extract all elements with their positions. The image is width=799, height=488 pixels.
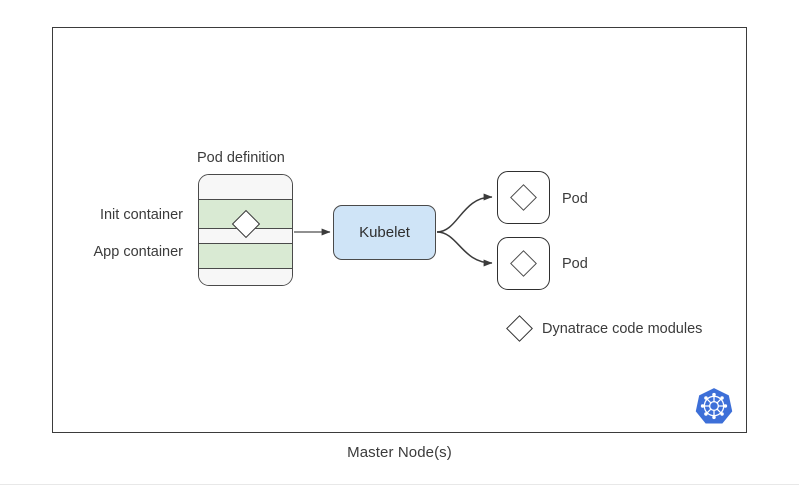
init-container-label: Init container [99, 207, 183, 223]
pod-box-2 [497, 237, 550, 290]
legend-label: Dynatrace code modules [542, 320, 703, 337]
pod-definition-band-bottom [199, 269, 292, 285]
diamond-icon [506, 315, 533, 342]
page-divider [0, 484, 799, 485]
diamond-icon [510, 250, 537, 277]
pod-definition-box [198, 174, 293, 286]
master-node-caption: Master Node(s) [347, 444, 452, 461]
pod-box-1 [497, 171, 550, 224]
kubernetes-logo [695, 387, 733, 425]
pod-definition-band-app [199, 243, 292, 269]
diamond-icon [510, 184, 537, 211]
pod-label-1: Pod [562, 191, 588, 207]
pod-definition-band-top [199, 175, 292, 199]
app-container-label: App container [93, 244, 183, 260]
legend: Dynatrace code modules [506, 315, 703, 342]
pod-definition-title: Pod definition [197, 150, 285, 166]
kubelet-node: Kubelet [333, 205, 436, 260]
pod-label-2: Pod [562, 256, 588, 272]
